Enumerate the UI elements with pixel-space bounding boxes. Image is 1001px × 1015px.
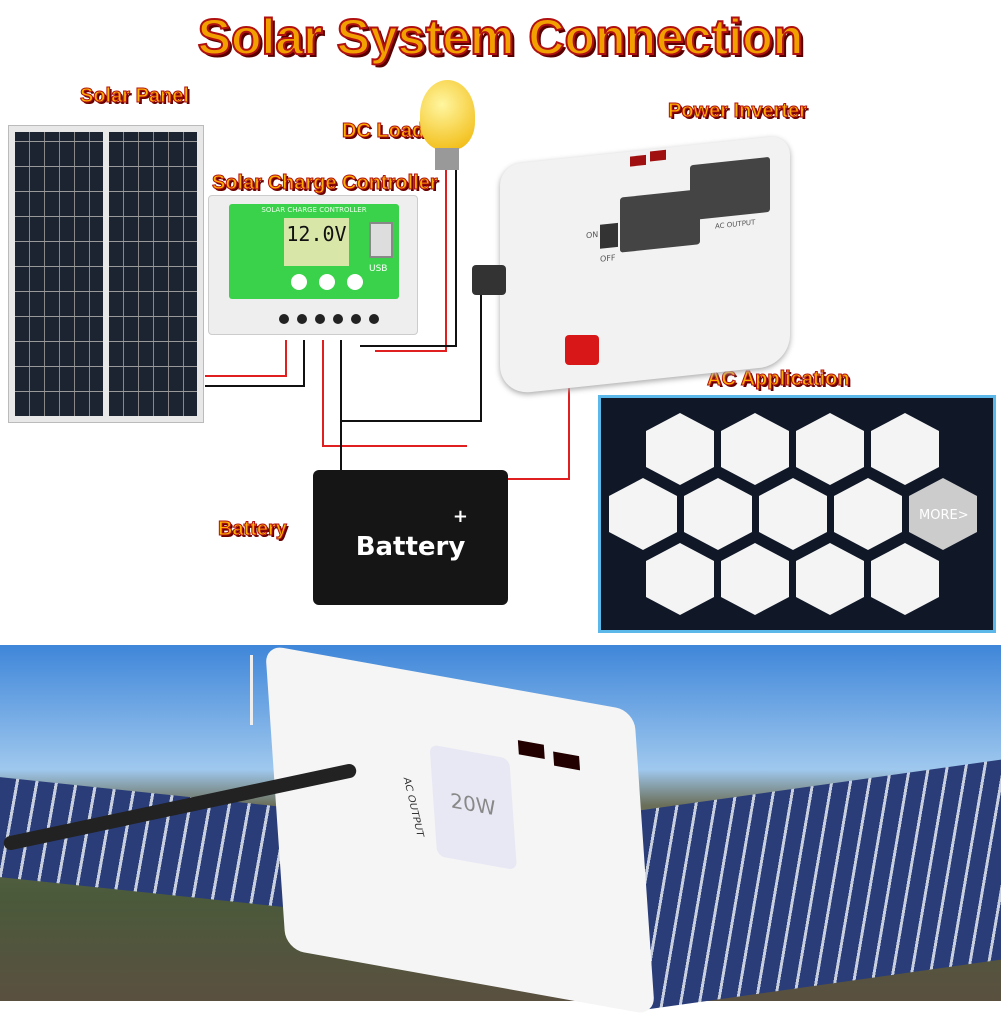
battery-text: Battery xyxy=(355,532,466,562)
label-power-inverter: Power Inverter xyxy=(668,100,808,123)
power-inverter-image: ON OFF AC OUTPUT xyxy=(500,134,790,396)
wind-turbine xyxy=(250,655,253,725)
positive-terminal xyxy=(565,335,599,365)
controller-header: SOLAR CHARGE CONTROLLER xyxy=(261,206,367,214)
inverter-on-label: ON xyxy=(586,229,599,241)
battery-plus: + xyxy=(452,506,468,527)
page-title: Solar System Connection xyxy=(197,8,805,66)
charge-controller-image: SOLAR CHARGE CONTROLLER 12.0V USB xyxy=(208,195,418,335)
negative-terminal xyxy=(472,265,506,295)
solar-panel-image xyxy=(8,125,204,423)
label-ac-application: AC Application xyxy=(707,368,851,391)
label-solar-panel: Solar Panel xyxy=(80,85,190,108)
photo-ac-output-label: AC OUTPUT xyxy=(400,777,426,837)
inverter-off-label: OFF xyxy=(600,253,616,264)
bulb-base xyxy=(435,148,459,170)
ac-application-panel: MORE> xyxy=(598,395,996,633)
label-charge-controller: Solar Charge Controller xyxy=(212,172,439,195)
label-dc-load: DC Load xyxy=(341,120,425,143)
more-button[interactable]: MORE> xyxy=(919,508,969,523)
battery-image: Battery + xyxy=(313,470,508,605)
inverter-ac-output-label: AC OUTPUT xyxy=(715,218,756,231)
light-bulb-icon xyxy=(420,80,475,150)
label-battery: Battery xyxy=(218,518,288,541)
usb-charger: 20W xyxy=(429,744,517,871)
controller-display: 12.0V xyxy=(284,218,349,266)
usb-label: USB xyxy=(369,264,388,274)
